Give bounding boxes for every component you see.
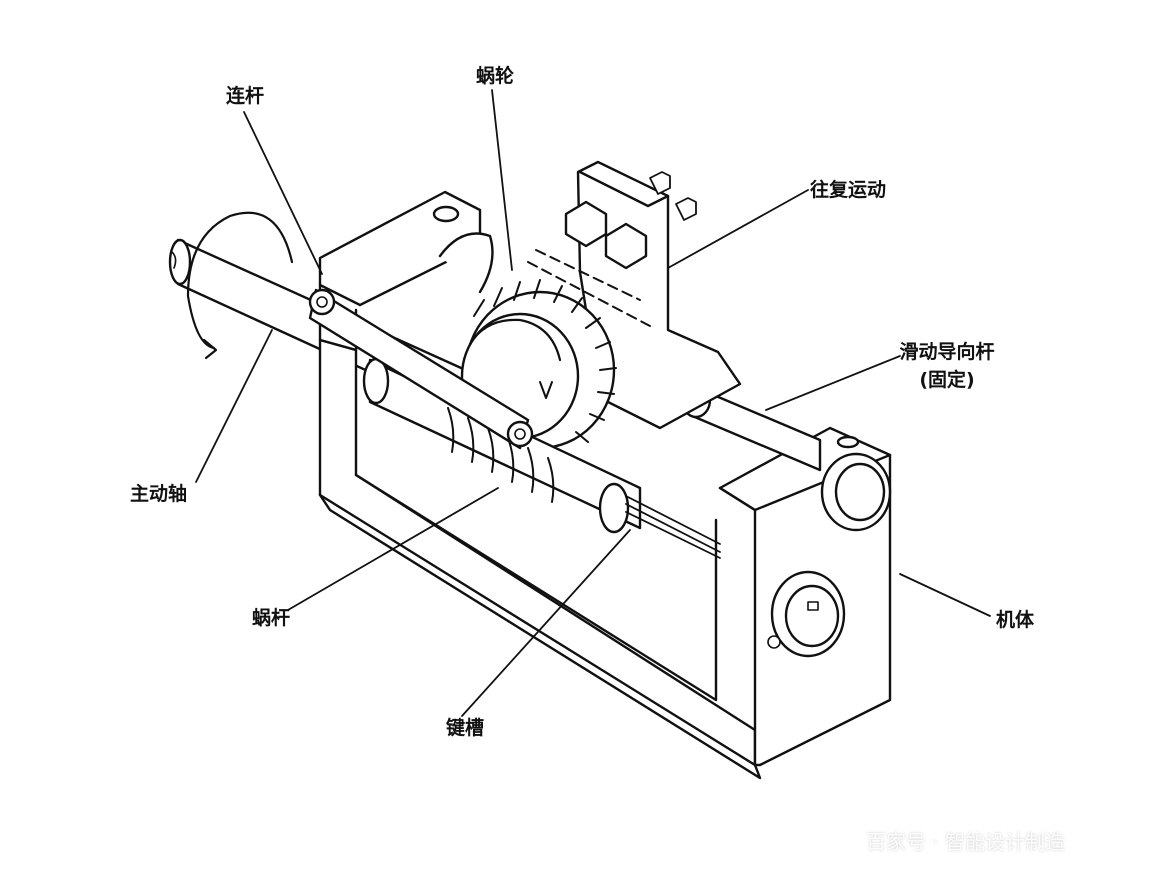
label-sliding-guide-rod-text: 滑动导向杆 — [899, 341, 995, 363]
leader-worm — [288, 488, 498, 610]
watermark-text: 百家号 · 智能设计制造 — [866, 830, 1066, 854]
label-sliding-guide-rod: 滑动导向杆 (固定) — [892, 341, 1002, 392]
leader-worm-wheel — [492, 90, 512, 270]
leader-lines — [196, 90, 990, 716]
leader-reciprocating-motion — [668, 190, 808, 268]
leader-connecting-rod — [244, 112, 322, 274]
reciprocating-slider — [528, 162, 740, 428]
label-worm-wheel: 蜗轮 — [476, 65, 515, 87]
label-fixed-note: (固定) — [919, 368, 975, 391]
label-key: 键槽 — [446, 717, 485, 739]
leader-drive-shaft — [196, 330, 272, 482]
worm-screw — [364, 359, 720, 558]
leader-machine-body — [900, 574, 990, 616]
leader-key — [462, 530, 630, 716]
label-drive-shaft: 主动轴 — [130, 483, 188, 505]
label-reciprocating-motion: 往复运动 — [810, 179, 887, 201]
sliding-guide-rod — [682, 383, 890, 656]
label-worm: 蜗杆 — [252, 607, 291, 629]
label-machine-body: 机体 — [996, 609, 1035, 631]
leader-sliding-guide-rod — [766, 356, 900, 410]
label-connecting-rod: 连杆 — [226, 85, 265, 107]
connecting-rod — [310, 290, 532, 448]
